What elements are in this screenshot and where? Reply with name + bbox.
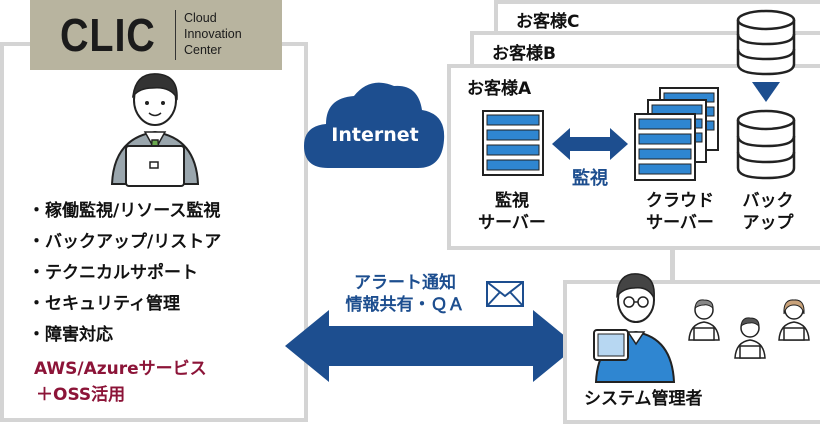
internet-label: Internet: [331, 124, 419, 146]
cloud-server-icon: [634, 87, 719, 181]
sysadmin-label: システム管理者: [584, 389, 703, 409]
service-list: ・稼働監視/リソース監視 ・バックアップ/リストア ・テクニカルサポート ・セキ…: [28, 196, 221, 351]
monitoring-arrow-label: 監視: [572, 168, 608, 189]
logo-divider: [175, 10, 176, 60]
service-item: ・障害対応: [28, 325, 113, 345]
internet-cloud-icon: [304, 82, 445, 168]
service-extra-line2: ＋OSS活用: [36, 385, 126, 405]
logo-text: Cloud Innovation Center: [184, 11, 242, 57]
customer-c-title: お客様C: [516, 12, 580, 32]
backup-label: バック アップ: [742, 191, 794, 233]
mail-icon: [486, 281, 524, 307]
service-item: ・稼働監視/リソース監視: [28, 201, 221, 221]
team-member-icon: [778, 299, 810, 341]
connector-line: [670, 250, 675, 280]
customer-b-title: お客様B: [492, 44, 556, 64]
service-extra-line1: AWS/Azureサービス: [34, 359, 207, 379]
service-item: ・バックアップ/リストア: [28, 232, 222, 252]
logo-mark: CLIC: [60, 9, 156, 61]
alert-double-arrow: [285, 310, 577, 382]
alert-label: アラート通知 情報共有・ＱＡ: [345, 273, 465, 315]
clic-logo: CLIC Cloud Innovation Center: [30, 0, 282, 70]
backup-database-icon: [736, 9, 796, 180]
sysadmin-illustration: [593, 273, 676, 383]
monitoring-server-icon: [482, 110, 544, 176]
operator-illustration: [110, 73, 200, 187]
monitoring-server-label: 監視 サーバー: [478, 191, 546, 233]
customer-a-title: お客様A: [467, 79, 532, 99]
monitoring-double-arrow: [552, 128, 628, 160]
cloud-server-label: クラウド サーバー: [646, 191, 714, 233]
team-member-icon: [688, 299, 720, 341]
service-item: ・セキュリティ管理: [28, 294, 180, 314]
service-item: ・テクニカルサポート: [28, 263, 198, 283]
service-extra: AWS/Azureサービス ＋OSS活用: [34, 356, 207, 408]
team-member-icon: [734, 317, 766, 359]
